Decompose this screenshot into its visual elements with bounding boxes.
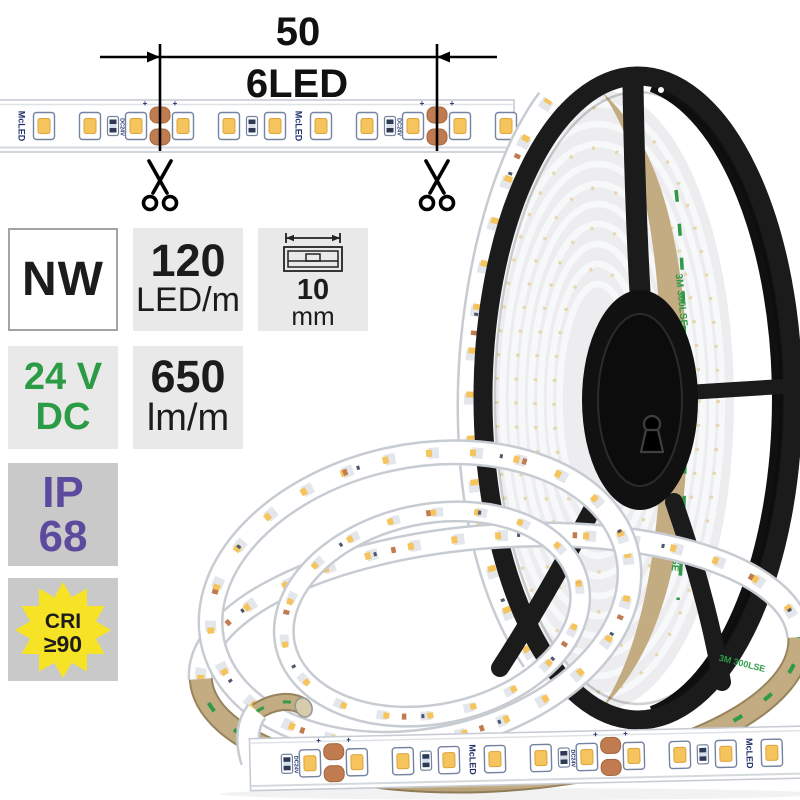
arrowhead-right [437, 51, 450, 63]
strip-width-value: 10 [296, 274, 330, 307]
badge-led-density: 120 LED/m [133, 228, 243, 331]
luminous-flux-value: 650 [150, 351, 226, 403]
svg-text:DC24V: DC24V [292, 756, 298, 774]
strip-width-unit: mm [291, 300, 335, 331]
color-temp-label: NW [22, 253, 104, 306]
cri-label: CRI [45, 610, 81, 633]
svg-text:DC24V: DC24V [569, 749, 575, 767]
scissors-icon [141, 159, 179, 212]
badge-voltage: 24 V DC [8, 346, 118, 449]
svg-text:McLED: McLED [17, 111, 27, 142]
svg-text:+: + [450, 99, 455, 108]
badge-luminous-flux: 650 lm/m [133, 346, 243, 449]
dimension-length-label: 50 [276, 10, 321, 54]
ip-rating-prefix: IP [42, 467, 84, 517]
svg-text:+: + [593, 730, 598, 739]
dimension-annotation [100, 44, 497, 151]
svg-text:McLED: McLED [294, 111, 304, 142]
svg-text:DC24V: DC24V [396, 118, 402, 136]
strip-width-icon [283, 233, 343, 272]
badge-cri: CRI ≥90 [8, 578, 118, 681]
voltage-type: DC [35, 395, 91, 438]
led-strip-top: McLED DC24V McLED DC24V + + + + [0, 99, 518, 153]
svg-text:+: + [316, 736, 321, 745]
cri-value: ≥90 [44, 631, 82, 657]
svg-text:+: + [173, 99, 178, 108]
badge-color-temp: NW [8, 228, 118, 331]
cri-starburst [15, 581, 111, 678]
svg-text:+: + [420, 99, 425, 108]
svg-text:+: + [623, 729, 628, 738]
luminous-flux-unit: lm/m [146, 396, 230, 439]
arrowhead-left [147, 51, 160, 63]
ip-rating-value: 68 [38, 511, 88, 561]
voltage-value: 24 V [23, 355, 103, 398]
led-density-unit: LED/m [136, 281, 240, 320]
dimension-led-count-label: 6LED [246, 62, 348, 106]
svg-text:+: + [143, 99, 148, 108]
led-density-value: 120 [150, 235, 226, 287]
svg-text:McLED: McLED [467, 744, 478, 775]
led-strip-bottom: DC24V McLED DC24V + + McLED + + [236, 692, 800, 792]
cri-starburst-icon: CRI ≥90 [15, 581, 111, 678]
svg-text:McLED: McLED [744, 738, 755, 769]
scissors-icon [418, 159, 456, 212]
badge-ip-rating: IP 68 [8, 463, 118, 566]
badge-strip-width: 10 mm [258, 228, 368, 331]
svg-text:+: + [346, 735, 351, 744]
svg-text:DC24V: DC24V [119, 118, 125, 136]
